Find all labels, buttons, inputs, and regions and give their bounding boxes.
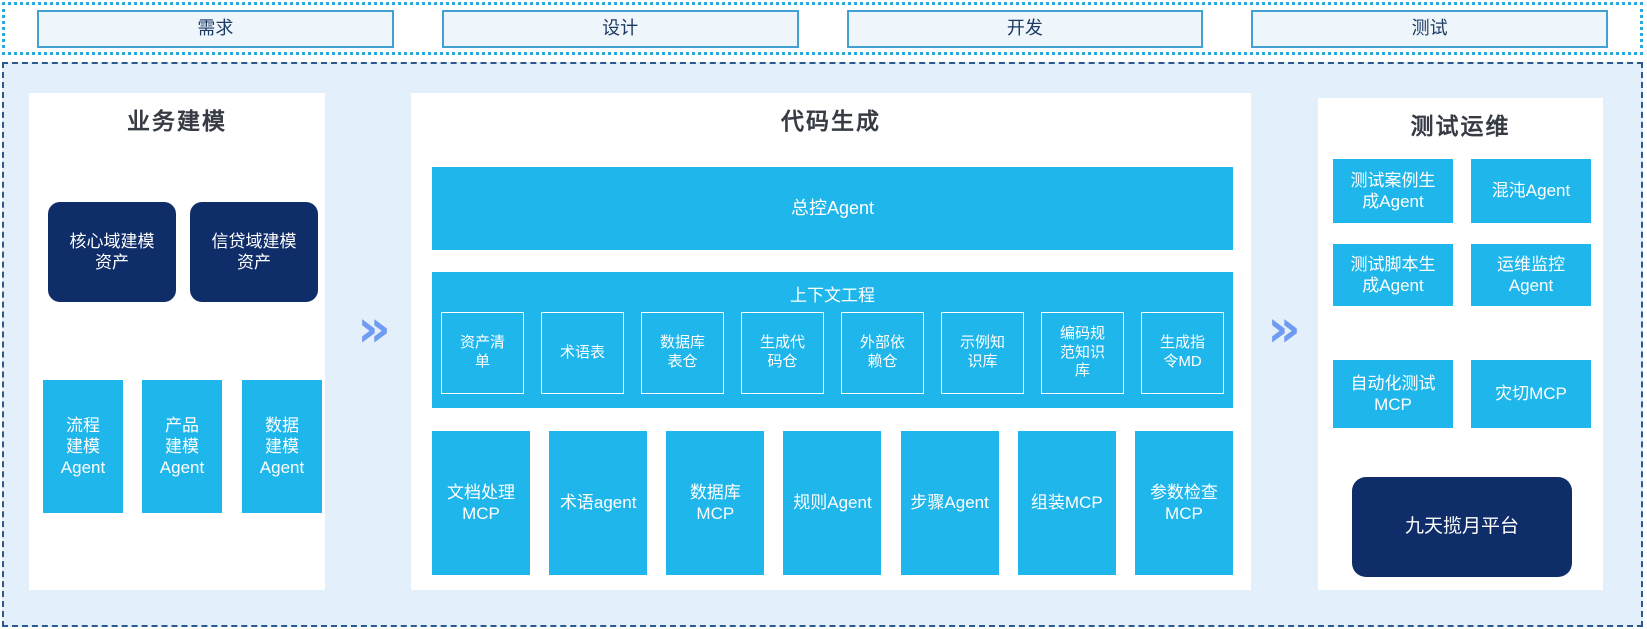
document-processing-mcp-box: 文档处理 MCP <box>432 431 530 575</box>
document-processing-mcp-label: 文档处理 MCP <box>447 482 515 523</box>
phase-strip: 需求 设计 开发 测试 <box>2 2 1643 55</box>
glossary-label: 术语表 <box>559 343 605 361</box>
phase-requirements-label: 需求 <box>197 18 234 39</box>
rule-agent-box: 规则Agent <box>783 431 882 575</box>
ops-monitoring-agent-box: 运维监控 Agent <box>1471 244 1591 306</box>
db-table-repo-box: 数据库 表仓 <box>641 312 724 394</box>
code-generation-panel: 代码生成 总控Agent 上下文工程 资产清 单 术语表 数据库 表仓 生成代 … <box>411 93 1251 590</box>
business-modeling-panel: 业务建模 核心域建模 资产 信贷域建模 资产 流程 建模 Agent 产品 建模… <box>29 93 325 590</box>
data-modeling-agent-label: 数据 建模 Agent <box>259 415 305 478</box>
data-modeling-agent-box: 数据 建模 Agent <box>242 380 322 513</box>
parameter-check-mcp-box: 参数检查 MCP <box>1134 431 1233 575</box>
test-case-generation-agent-box: 测试案例生 成Agent <box>1333 159 1453 223</box>
coding-standard-knowledge-base-box: 编码规 范知识 库 <box>1041 312 1124 394</box>
generation-instruction-md-box: 生成指 令MD <box>1141 312 1224 394</box>
core-domain-asset-box: 核心域建模 资产 <box>48 202 176 302</box>
test-case-generation-agent-label: 测试案例生 成Agent <box>1350 170 1436 211</box>
process-modeling-agent-box: 流程 建模 Agent <box>43 380 123 513</box>
external-dependency-repo-box: 外部依 赖仓 <box>841 312 924 394</box>
flow-arrow-icon: » <box>1267 299 1301 359</box>
step-agent-box: 步骤Agent <box>900 431 999 575</box>
master-agent-bar: 总控Agent <box>432 167 1233 250</box>
context-engineering-title: 上下文工程 <box>790 286 875 305</box>
step-agent-label: 步骤Agent <box>910 493 989 513</box>
product-modeling-agent-box: 产品 建模 Agent <box>142 380 222 513</box>
glossary-agent-box: 术语agent <box>549 431 648 575</box>
external-dependency-repo-label: 外部依 赖仓 <box>859 334 905 370</box>
chaos-agent-box: 混沌Agent <box>1471 159 1591 223</box>
phase-requirements: 需求 <box>37 9 394 48</box>
coding-standard-knowledge-base-label: 编码规 范知识 库 <box>1059 324 1105 380</box>
test-script-generation-agent-label: 测试脚本生 成Agent <box>1350 254 1436 295</box>
phase-testing: 测试 <box>1251 9 1608 48</box>
core-domain-asset-label: 核心域建模 资产 <box>69 231 155 272</box>
product-modeling-agent-label: 产品 建模 Agent <box>159 415 205 478</box>
context-engineering-box: 上下文工程 资产清 单 术语表 数据库 表仓 生成代 码仓 外部依 赖仓 示例知… <box>432 272 1233 408</box>
example-knowledge-base-label: 示例知 识库 <box>959 334 1005 370</box>
phase-development-label: 开发 <box>1006 18 1043 39</box>
generation-instruction-md-label: 生成指 令MD <box>1159 334 1205 370</box>
assembly-mcp-label: 组装MCP <box>1030 493 1103 513</box>
tools-row: 文档处理 MCP 术语agent 数据库 MCP 规则Agent 步骤Agent… <box>432 431 1233 575</box>
example-knowledge-base-box: 示例知 识库 <box>941 312 1024 394</box>
automated-test-mcp-box: 自动化测试 MCP <box>1333 360 1453 428</box>
jiutian-lanyue-platform-label: 九天揽月平台 <box>1404 516 1519 538</box>
test-ops-panel: 测试运维 测试案例生 成Agent 混沌Agent 测试脚本生 成Agent 运… <box>1318 98 1603 590</box>
ops-monitoring-agent-label: 运维监控 Agent <box>1497 254 1565 295</box>
test-script-generation-agent-box: 测试脚本生 成Agent <box>1333 244 1453 306</box>
credit-domain-asset-box: 信贷域建模 资产 <box>190 202 318 302</box>
code-generation-title: 代码生成 <box>781 108 881 134</box>
phase-design: 设计 <box>441 9 799 48</box>
disaster-switch-mcp-label: 灾切MCP <box>1495 384 1567 404</box>
business-modeling-title: 业务建模 <box>127 108 227 134</box>
phase-testing-label: 测试 <box>1411 18 1448 39</box>
test-ops-title: 测试运维 <box>1410 113 1511 139</box>
asset-list-label: 资产清 单 <box>459 334 505 370</box>
process-modeling-agent-label: 流程 建模 Agent <box>60 415 106 478</box>
glossary-agent-label: 术语agent <box>559 493 637 513</box>
phase-development: 开发 <box>846 9 1204 48</box>
parameter-check-mcp-label: 参数检查 MCP <box>1149 482 1218 523</box>
rule-agent-label: 规则Agent <box>793 493 872 513</box>
jiutian-lanyue-platform-box: 九天揽月平台 <box>1352 477 1572 577</box>
flow-arrow-icon: » <box>357 299 391 359</box>
disaster-switch-mcp-box: 灾切MCP <box>1471 360 1591 428</box>
assembly-mcp-box: 组装MCP <box>1017 431 1116 575</box>
credit-domain-asset-label: 信贷域建模 资产 <box>211 231 297 272</box>
generated-code-repo-box: 生成代 码仓 <box>741 312 824 394</box>
phase-design-label: 设计 <box>602 18 639 39</box>
db-table-repo-label: 数据库 表仓 <box>659 334 705 370</box>
glossary-box: 术语表 <box>541 312 624 394</box>
chaos-agent-label: 混沌Agent <box>1491 181 1571 201</box>
asset-list-box: 资产清 单 <box>441 312 524 394</box>
generated-code-repo-label: 生成代 码仓 <box>759 334 805 370</box>
database-mcp-label: 数据库 MCP <box>689 482 741 523</box>
master-agent-label: 总控Agent <box>790 198 875 219</box>
context-items-row: 资产清 单 术语表 数据库 表仓 生成代 码仓 外部依 赖仓 示例知 识库 编码… <box>432 312 1233 394</box>
automated-test-mcp-label: 自动化测试 MCP <box>1350 373 1436 414</box>
database-mcp-box: 数据库 MCP <box>666 431 765 575</box>
